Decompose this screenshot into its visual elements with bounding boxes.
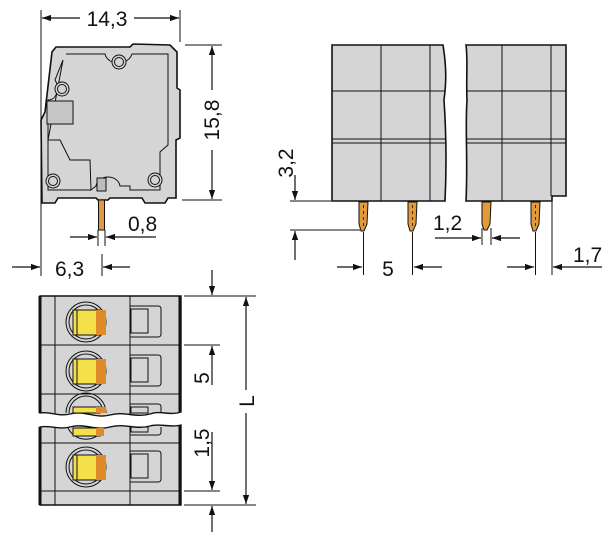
top-view-lower-segment	[39, 424, 182, 506]
clamp-actuator-icon	[65, 301, 107, 488]
dim-end-offset-label: 1,5	[191, 428, 214, 457]
dim-pitch-label: 5	[382, 258, 394, 281]
dim-length-label: L	[236, 395, 259, 407]
side-view-pin	[98, 199, 105, 231]
dim-pin-pitch-width-label: 1,2	[433, 212, 462, 235]
front-view-left-segment	[331, 44, 447, 202]
front-view-pins	[358, 201, 541, 232]
mounting-hole-icon	[45, 54, 163, 189]
dim-pin-width-label: 0,8	[128, 213, 157, 236]
side-view: 14,3 15,8 0,8 6,3	[12, 8, 224, 281]
dim-pin-length-label: 3,2	[275, 148, 298, 177]
top-view: 5 1,5 L	[38, 270, 259, 532]
front-view: 3,2 5 1,2 1,7	[275, 44, 602, 281]
pin-slot	[96, 177, 107, 192]
dim-width-label: 14,3	[87, 8, 128, 31]
dim-edge-offset-label: 1,7	[573, 244, 602, 267]
release-slot-icon	[130, 305, 162, 483]
dim-height-label: 15,8	[201, 100, 224, 141]
dim-top-pitch-label: 5	[191, 372, 214, 384]
side-view-window	[46, 100, 74, 125]
front-view-right-segment	[465, 44, 567, 202]
side-view-housing	[40, 43, 181, 204]
dim-pin-offset-label: 6,3	[55, 258, 84, 281]
